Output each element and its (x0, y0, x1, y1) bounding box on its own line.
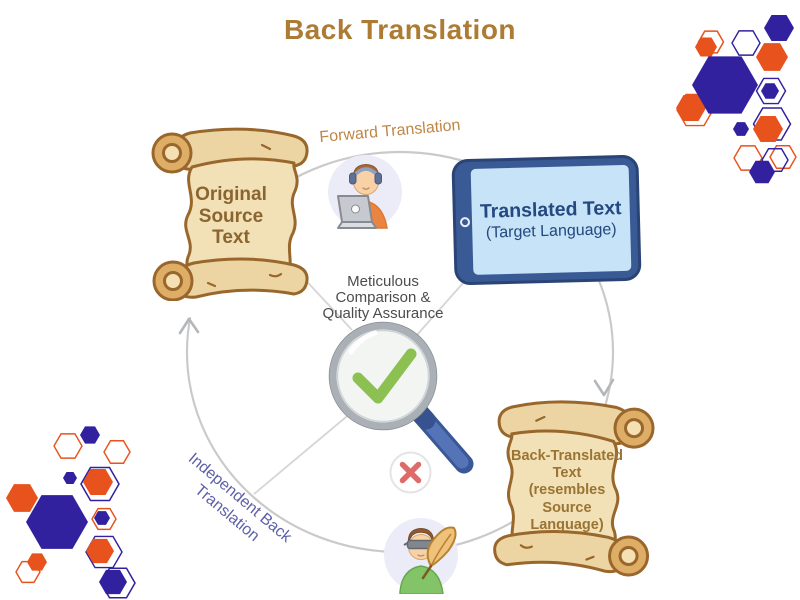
arrowhead-up-icon (178, 317, 200, 335)
original-line-1: Original (195, 184, 267, 205)
back-translator-icon (384, 518, 458, 594)
back-line-1: Back-Translated (510, 448, 624, 464)
page-title: Back Translation (283, 14, 517, 45)
original-scroll-label: Original Source Text (169, 184, 293, 249)
translated-text-subtitle: (Target Language) (485, 220, 617, 242)
center-line-2: Comparison & (335, 289, 431, 306)
tablet-camera-icon (459, 217, 471, 228)
original-line-2: Source (198, 205, 264, 227)
green-check-icon (352, 348, 417, 404)
tablet-icon: Translated Text (Target Language) (451, 154, 642, 286)
center-line-3: Quality Assurance (322, 305, 444, 322)
back-line-3: (resembles (528, 482, 606, 499)
magnifier-check-icon (328, 321, 474, 474)
back-line-4: Source Language) (530, 499, 604, 533)
forward-translator-icon (328, 155, 402, 229)
back-translated-scroll-label: Back-Translated Text (resembles Source L… (505, 448, 629, 534)
quality-assurance-label: Meticulous Comparison & Quality Assuranc… (310, 274, 456, 322)
original-line-3: Text (212, 227, 250, 248)
arrowhead-down-icon (593, 378, 615, 397)
spoke-center-to-arc (253, 411, 353, 495)
center-line-1: Meticulous (347, 273, 419, 290)
back-line-2: Text (552, 465, 582, 482)
hexagon-decoration-bottom-left (6, 426, 140, 600)
tablet-screen: Translated Text (Target Language) (470, 164, 632, 275)
original-scroll-icon (151, 127, 309, 301)
red-cross-icon (389, 451, 432, 494)
back-translated-scroll-icon (493, 400, 655, 577)
